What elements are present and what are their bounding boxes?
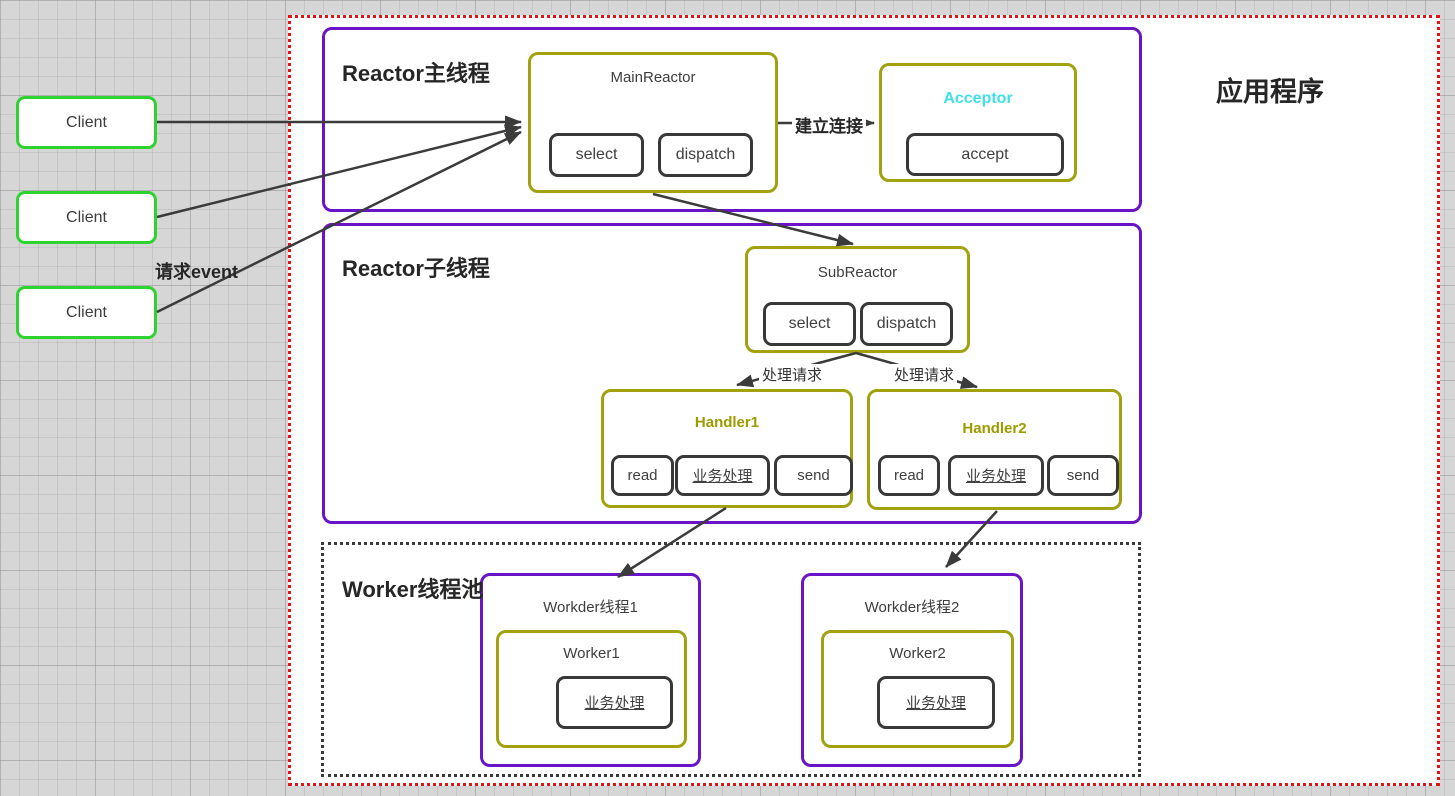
client-box-2: Client [16, 191, 157, 244]
sub-reactor-box: SubReactor select dispatch [745, 246, 970, 353]
handler1-title: Handler1 [694, 414, 760, 431]
worker1-biz-box: 业务处理 [556, 676, 673, 729]
worker-thread1-box: Workder线程1 Worker1 业务处理 [480, 573, 701, 767]
handler1-biz-box: 业务处理 [675, 455, 770, 496]
handler2-biz-box: 业务处理 [948, 455, 1044, 496]
handle-request-label-right: 处理请求 [891, 364, 958, 385]
acceptor-box: Acceptor accept [879, 63, 1077, 182]
main-reactor-dispatch-box: dispatch [658, 133, 753, 177]
main-reactor-box: MainReactor select dispatch [528, 52, 778, 193]
handler2-read-box: read [878, 455, 940, 496]
worker2-title: Worker2 [889, 645, 946, 662]
worker-thread2-box: Workder线程2 Worker2 业务处理 [801, 573, 1023, 767]
main-reactor-select-box: select [549, 133, 644, 177]
handler1-send-box: send [774, 455, 853, 496]
handler1-box: Handler1 read 业务处理 send [601, 389, 853, 508]
worker2-biz-box: 业务处理 [877, 676, 995, 729]
sub-reactor-title: SubReactor [817, 264, 898, 281]
client-box-1: Client [16, 96, 157, 149]
main-reactor-title: MainReactor [610, 69, 696, 86]
sub-reactor-select-box: select [763, 302, 856, 346]
application-title: 应用程序 [1216, 77, 1324, 107]
acceptor-title: Acceptor [943, 90, 1013, 107]
worker1-title: Worker1 [563, 645, 620, 662]
reactor-sub-thread-title: Reactor子线程 [342, 256, 490, 281]
connect-label: 建立连接 [792, 112, 866, 137]
reactor-main-thread-title: Reactor主线程 [342, 61, 490, 86]
acceptor-accept-box: accept [906, 133, 1064, 176]
handler1-read-box: read [611, 455, 674, 496]
worker2-box: Worker2 业务处理 [821, 630, 1014, 748]
handler2-send-box: send [1047, 455, 1119, 496]
handler2-title: Handler2 [962, 420, 1027, 437]
worker-pool-title: Worker线程池 [342, 577, 484, 602]
worker-thread2-title: Workder线程2 [864, 599, 960, 616]
client-box-3: Client [16, 286, 157, 339]
sub-reactor-dispatch-box: dispatch [860, 302, 953, 346]
handle-request-label-left: 处理请求 [759, 364, 826, 385]
request-event-label: 请求event [155, 262, 239, 282]
client-label: Client [66, 113, 107, 131]
handler2-box: Handler2 read 业务处理 send [867, 389, 1122, 510]
client-label: Client [66, 303, 107, 321]
client-label: Client [66, 208, 107, 226]
worker-thread1-title: Workder线程1 [543, 599, 638, 616]
worker1-box: Worker1 业务处理 [496, 630, 687, 748]
